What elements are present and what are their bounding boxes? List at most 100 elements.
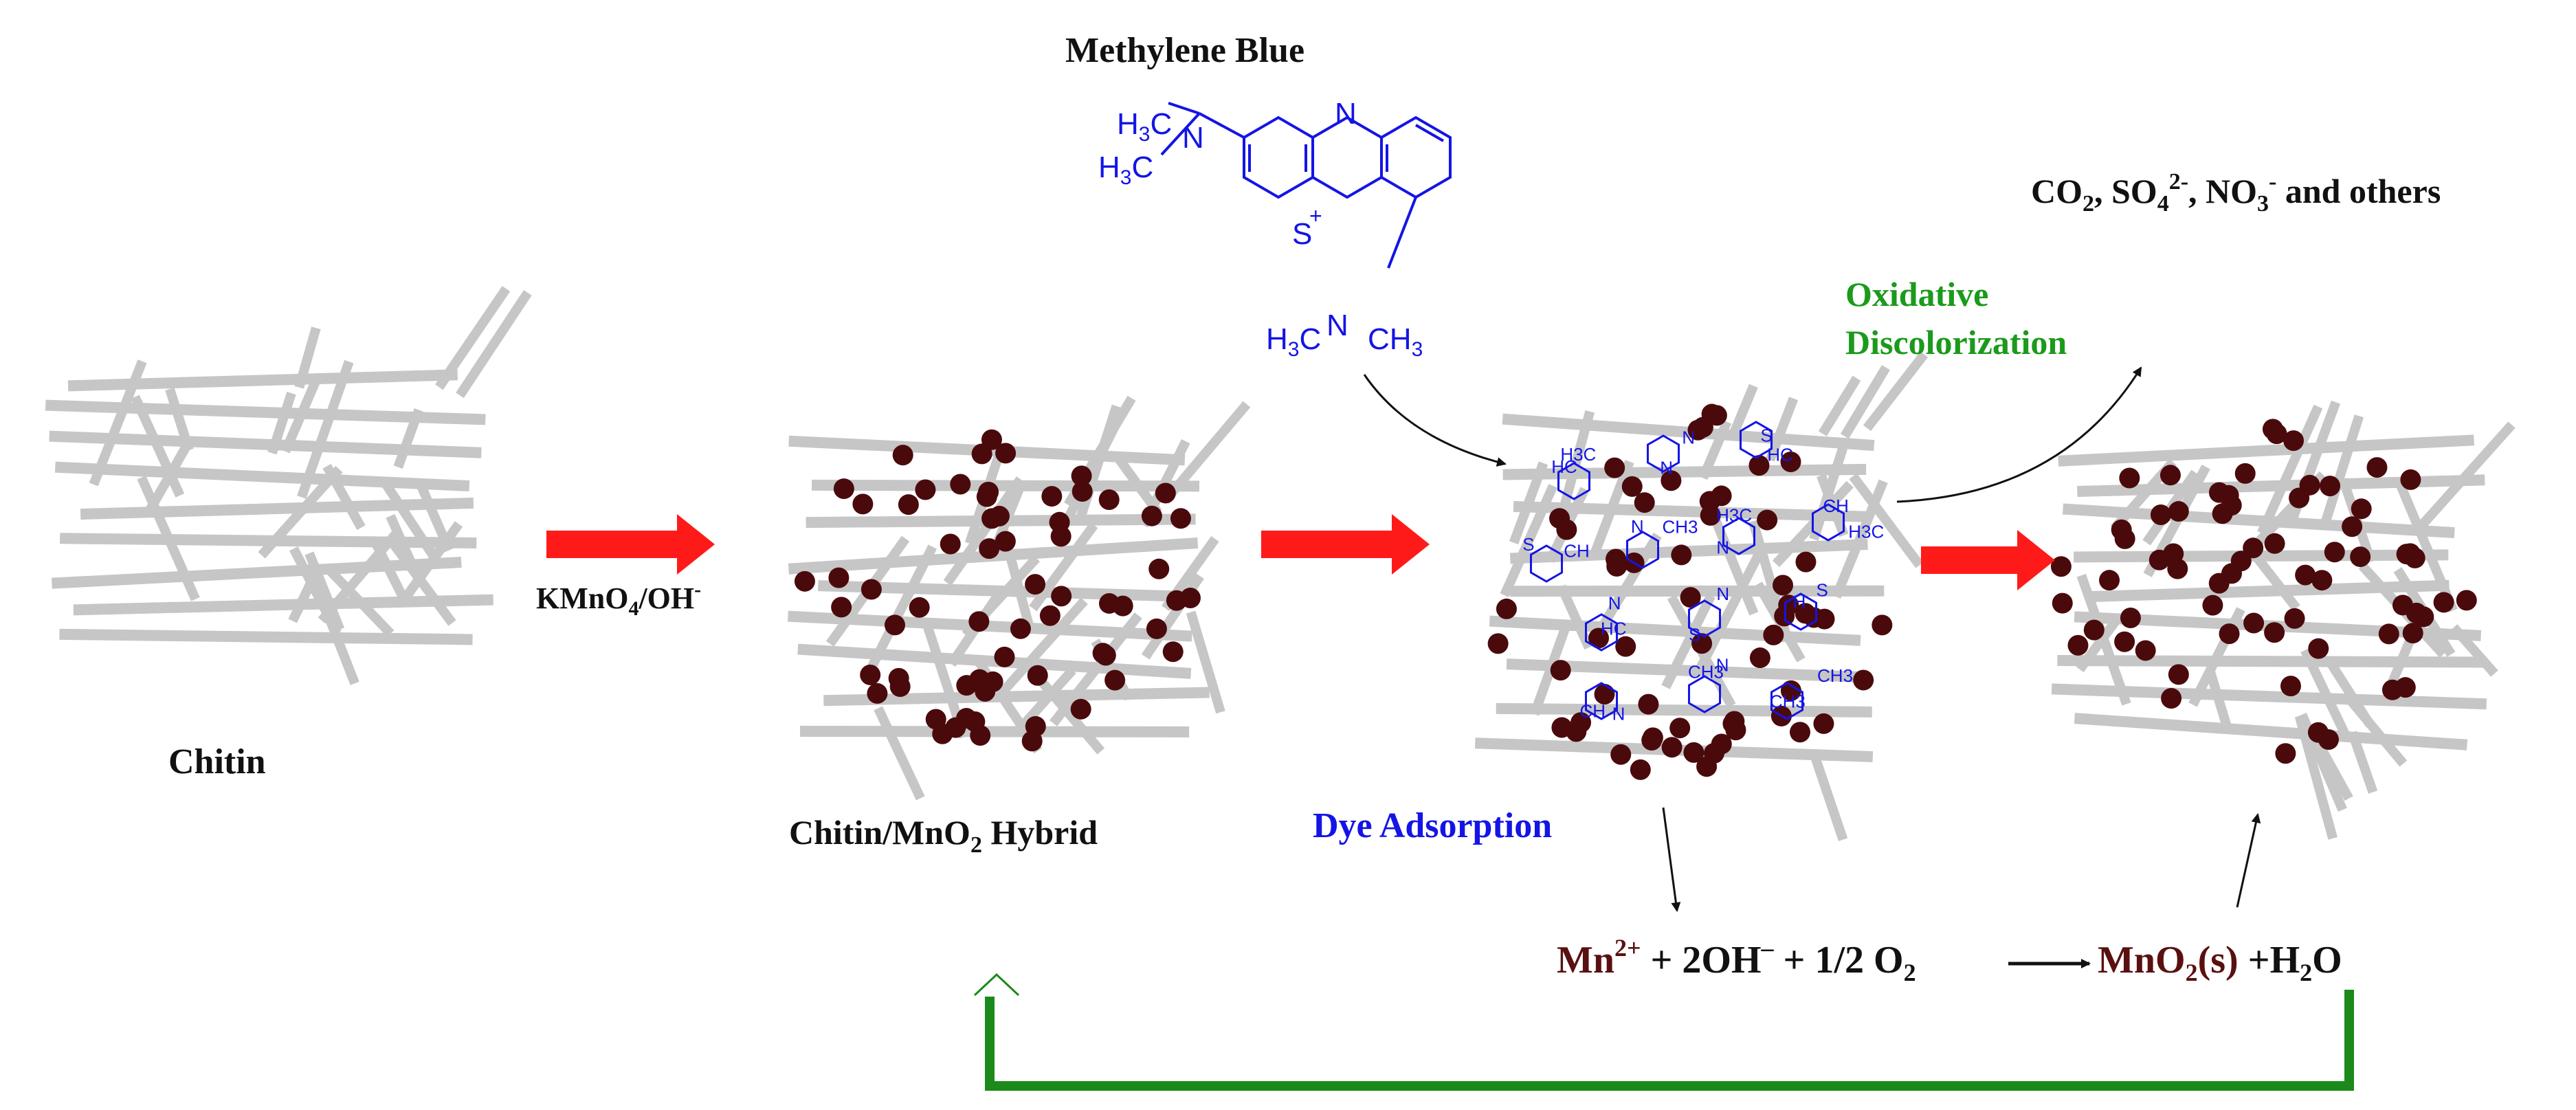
dye-fragment-label: S	[1522, 534, 1534, 555]
mno2-particle	[2218, 485, 2239, 506]
fiber	[1496, 702, 1872, 718]
mno2-particle	[1027, 665, 1048, 686]
fiber	[294, 326, 321, 389]
fiber	[2257, 404, 2323, 535]
fiber	[297, 359, 354, 499]
mno2-particle	[979, 538, 1000, 559]
mno2-particle	[1780, 680, 1801, 701]
fiber	[1863, 351, 1929, 432]
dye-fragment-label: N	[1631, 516, 1644, 537]
mno2-particle	[2159, 465, 2181, 486]
products-label: CO2, SO42-, NO3- and others	[2031, 169, 2441, 217]
fiber	[280, 375, 322, 454]
recycle-loop	[985, 990, 2354, 1091]
dye-ring	[1811, 503, 1845, 542]
reagent-label: KMnO4/OH-	[536, 578, 701, 620]
recycle-arrowhead	[973, 973, 1020, 997]
mno2-particle	[1155, 482, 1176, 504]
mno2-particle	[2400, 469, 2421, 490]
mno2-particle	[1146, 618, 1167, 639]
fiber	[1502, 463, 1867, 480]
mno2-particle	[981, 508, 1003, 529]
adsorption-curve-arrow	[1363, 374, 1507, 467]
mno2-particle	[1748, 455, 1770, 476]
adsorbed-fiber-cluster	[1474, 351, 1929, 841]
mno2-particle	[1853, 669, 1874, 691]
mno2-particle	[1687, 419, 1709, 441]
mno2-particle	[892, 445, 913, 466]
fiber	[1832, 479, 1888, 599]
mno2-particle	[982, 671, 1003, 692]
mno2-particle	[1170, 508, 1191, 529]
mno2-particle	[995, 531, 1016, 552]
dye-ring	[1739, 421, 1773, 459]
dye-fragment-label: N	[1660, 457, 1673, 478]
mno2-particle	[1095, 645, 1116, 666]
mno2-particle	[1072, 481, 1093, 502]
dye-fragment-label: N	[1716, 584, 1729, 604]
fiber	[131, 395, 185, 498]
fiber	[380, 478, 438, 560]
fiber	[1590, 460, 1634, 556]
mno2-particle	[2280, 676, 2301, 697]
fiber	[2323, 655, 2375, 728]
mno2-particle	[1556, 519, 1577, 540]
mno2-particle	[1773, 575, 1794, 596]
mno2-particle	[2135, 640, 2156, 661]
oxidative-label-line1: Oxidative	[1845, 275, 1988, 313]
dye-fragment-label: H	[1793, 591, 1806, 612]
mno2-particle	[1104, 669, 1126, 691]
mno2-particle	[1148, 558, 1170, 579]
regeneration-product: MnO2(s) +H2O	[2098, 939, 2342, 986]
dye-ring	[1584, 682, 1619, 720]
dye-ring	[1687, 599, 1722, 638]
fiber	[1765, 397, 1799, 462]
dye-fragment-label: N	[1612, 703, 1625, 724]
svg-text:+: +	[1309, 203, 1322, 228]
fiber	[52, 557, 462, 589]
mno2-particle	[1050, 526, 1072, 547]
dye-fragment-label: N	[1716, 654, 1729, 675]
fiber	[943, 476, 1025, 586]
mno2-particle	[2275, 743, 2296, 764]
mno2-particle	[1021, 731, 1043, 752]
mno2-particle	[1641, 730, 1663, 751]
mno2-particle	[2378, 623, 2399, 645]
mno2-particle	[2150, 504, 2171, 525]
mno2-particle	[2284, 608, 2305, 629]
mno2-particle	[981, 429, 1002, 450]
mno2-particle	[852, 493, 874, 515]
mno2-particle	[2234, 463, 2256, 484]
dye-fragment-label: S	[1689, 624, 1700, 645]
mno2-particle	[1496, 598, 1517, 619]
mno2-particle	[1070, 698, 1091, 720]
svg-text:H3C: H3C	[1098, 151, 1153, 189]
mno2-particle	[888, 667, 909, 689]
fiber	[1050, 612, 1142, 726]
fiber	[1112, 452, 1162, 515]
dye-fragment-label: CH3	[1817, 665, 1853, 686]
svg-text:N: N	[1182, 121, 1204, 155]
fiber	[89, 359, 147, 487]
fiber	[797, 643, 1192, 679]
mno2-particle	[1039, 605, 1061, 626]
mno2-particle	[940, 533, 961, 555]
mno2-particle	[2052, 592, 2073, 614]
fiber	[456, 289, 532, 399]
fiber	[318, 526, 403, 624]
fiber	[1509, 461, 1548, 545]
fiber	[59, 628, 473, 645]
mno2-particle	[2114, 631, 2135, 652]
fiber	[2085, 579, 2450, 603]
fiber	[1600, 533, 1662, 626]
fiber	[80, 497, 474, 520]
process-arrow-1	[546, 514, 715, 575]
mno2-particle	[1588, 628, 1610, 649]
mno2-particle	[898, 494, 919, 515]
fiber	[401, 521, 463, 602]
dye-fragment-label: N	[1682, 428, 1695, 448]
dye-fragment-label: HC	[1601, 619, 1627, 639]
fiber	[267, 391, 296, 455]
dye-fragment-label: HC	[1767, 444, 1793, 465]
mno2-particle	[2392, 595, 2413, 616]
